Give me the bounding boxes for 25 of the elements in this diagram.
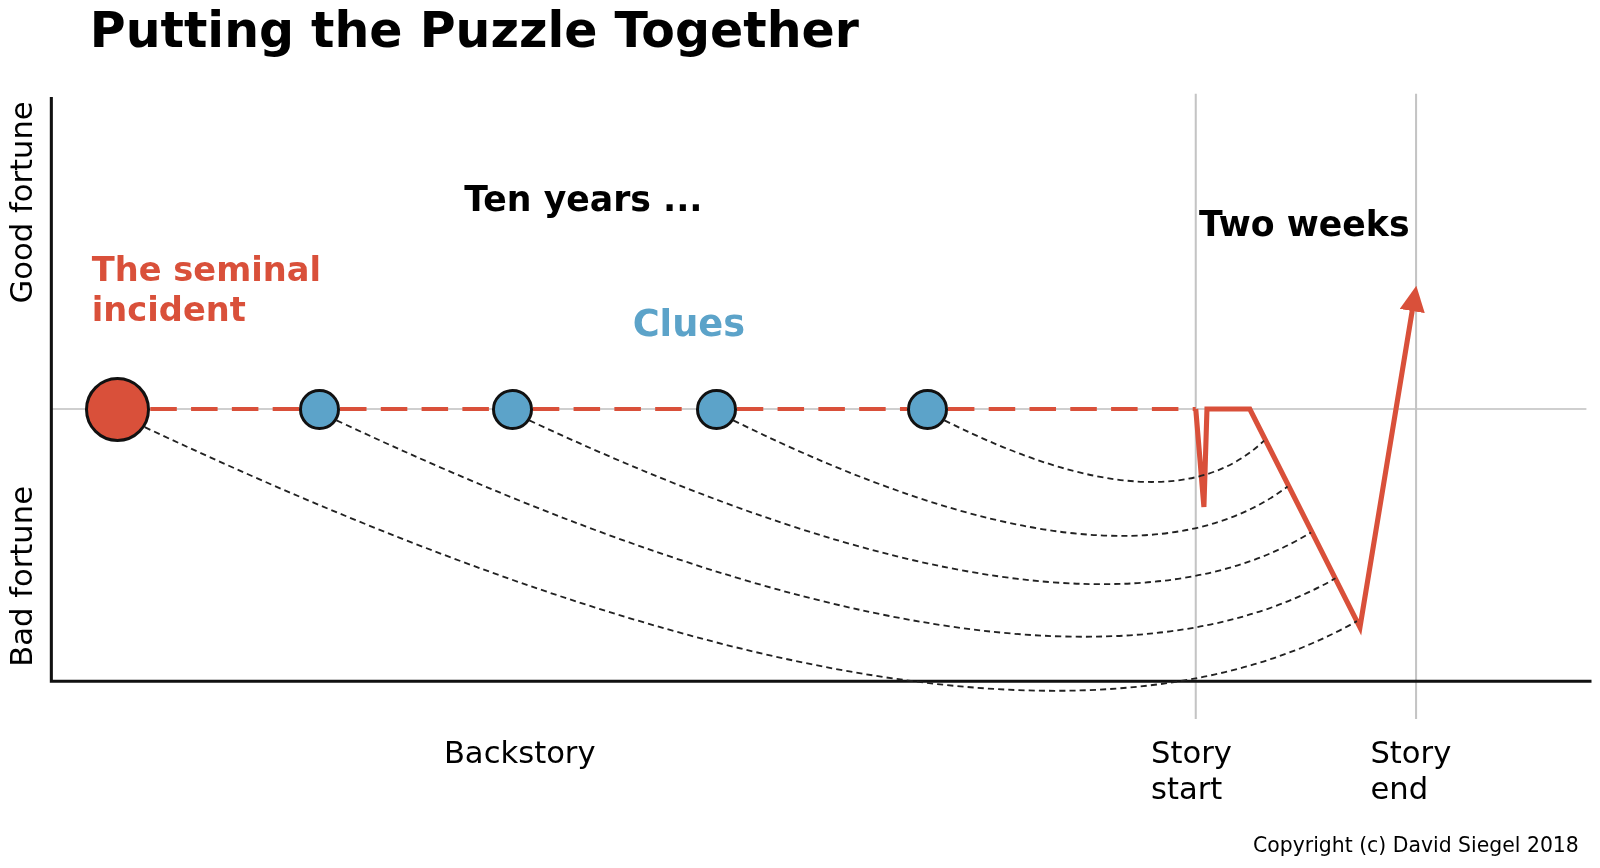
label: Clues	[632, 302, 746, 347]
connector	[143, 426, 1358, 692]
connector	[732, 419, 1289, 537]
label: Copyright (c) David Siegel 2018	[1253, 832, 1579, 858]
circle-marker	[298, 388, 340, 430]
connector	[335, 419, 1337, 638]
circle-marker	[695, 388, 737, 430]
connector	[528, 419, 1312, 585]
label: Backstory	[443, 734, 596, 772]
label: Two weeks	[1198, 204, 1410, 246]
axis-label: Bad fortune	[3, 486, 40, 667]
title: Putting the Puzzle Together	[89, 2, 859, 61]
label: Story end	[1370, 734, 1453, 809]
circle-marker	[491, 388, 533, 430]
story-line	[1193, 285, 1425, 636]
connector	[736, 406, 908, 412]
connector	[947, 406, 1196, 412]
label: Ten years ...	[464, 178, 703, 221]
circle-marker	[907, 388, 948, 430]
axis-label: Good fortune	[4, 100, 41, 303]
label: Story start	[1151, 734, 1233, 809]
connector	[943, 419, 1265, 483]
connector	[150, 406, 300, 412]
annotation: The seminal incident	[91, 250, 322, 331]
connector	[340, 406, 492, 412]
